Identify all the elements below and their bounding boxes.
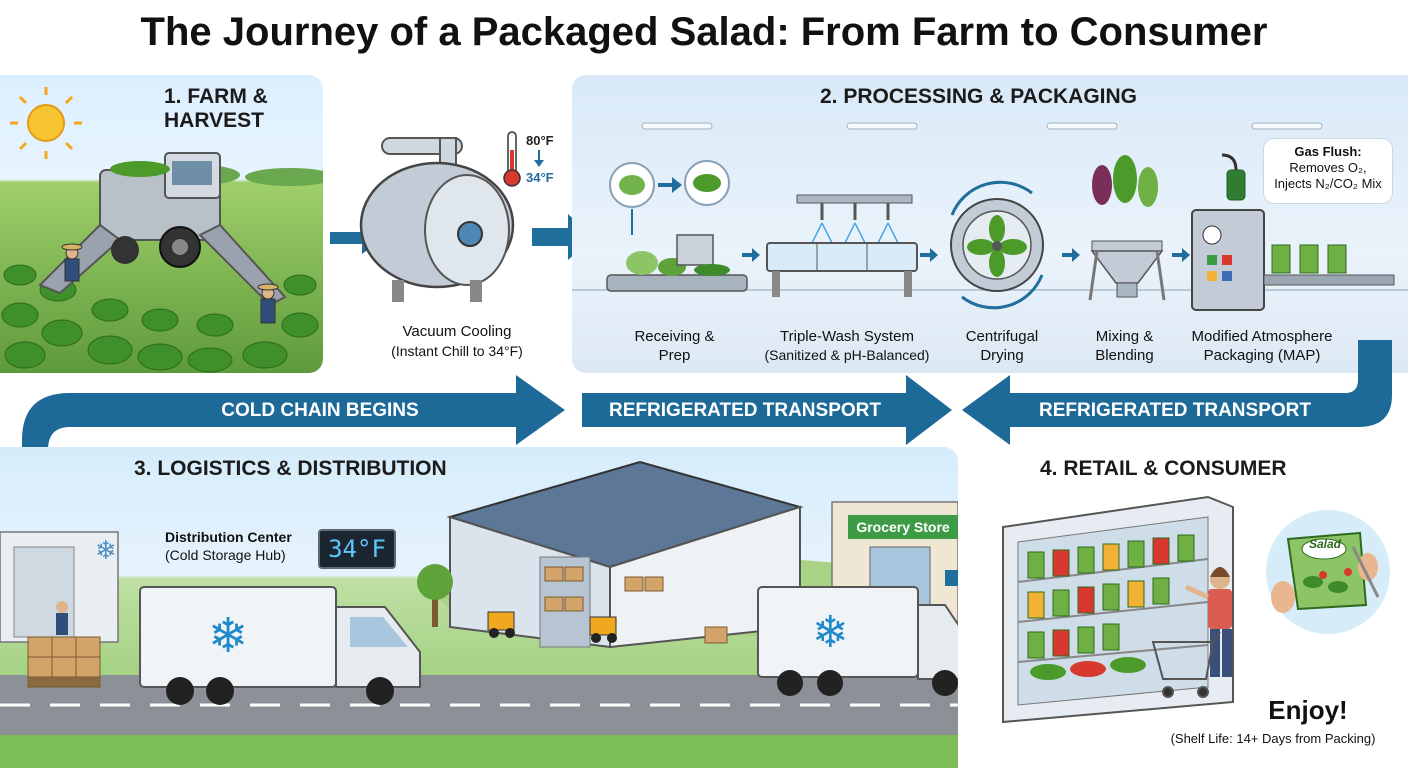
gas-flush-callout: Gas Flush: Removes O₂, Injects N₂/CO₂ Mi…: [1264, 139, 1392, 203]
salad-bag-closeup: [1266, 510, 1390, 634]
retail-panel: 4. RETAIL & CONSUMER Salad Enjoy! (Shelf…: [958, 447, 1408, 768]
thermometer-icon: [503, 131, 521, 187]
grocery-store-sign: Grocery Store: [848, 515, 958, 539]
step-label-triple-wash: Triple-Wash System(Sanitized & pH-Balanc…: [764, 328, 930, 363]
section-title-logistics: 3. LOGISTICS & DISTRIBUTION: [134, 457, 447, 480]
svg-text:❄: ❄: [208, 608, 248, 664]
salad-bag-label: Salad: [1308, 537, 1341, 551]
forklift: [487, 611, 515, 638]
vacuum-cooling-sub: (Instant Chill to 34°F): [391, 343, 523, 359]
refrigerated-display-case: [1002, 495, 1234, 724]
distribution-center-sub: (Cold Storage Hub): [165, 547, 286, 563]
warehouse-worker: [56, 601, 68, 635]
logistics-panel: ❄ ❄: [0, 447, 958, 768]
cold-chain-band: [0, 375, 565, 520]
farm-worker: [257, 283, 279, 324]
processing-illustration: [572, 122, 1408, 311]
distribution-center-label: Distribution Center: [165, 529, 292, 545]
shopper: [1184, 567, 1232, 677]
triple-wash-system: [766, 194, 918, 297]
shelf-life-text: (Shelf Life: 14+ Days from Packing): [1170, 731, 1376, 746]
processing-panel: 2. PROCESSING & PACKAGING Gas Flush: Rem…: [572, 75, 1408, 373]
vacuum-cooler: [359, 137, 515, 302]
vacuum-cooling-label: Vacuum Cooling: [402, 323, 512, 340]
arrow-down-icon: [534, 150, 544, 167]
farm-panel: 1. FARM & HARVEST: [0, 75, 323, 373]
svg-text:❄: ❄: [812, 607, 849, 658]
centrifugal-dryer: [950, 180, 1044, 310]
refrigerated-truck: ❄: [757, 586, 958, 696]
gas-flush-line2: Removes O₂,: [1289, 160, 1367, 175]
cold-chain-label: COLD CHAIN BEGINS: [221, 400, 419, 421]
transport-band-2: [962, 340, 1392, 445]
enjoy-text: Enjoy!: [1268, 695, 1348, 725]
transport-band-1: [582, 375, 952, 445]
transport-label-2: REFRIGERATED TRANSPORT: [1039, 400, 1311, 421]
retail-illustration: [1002, 495, 1390, 724]
logistics-illustration: ❄ ❄: [0, 460, 958, 768]
receiving-station: [606, 160, 748, 292]
temp-high: 80°F: [526, 133, 554, 148]
tree: [417, 564, 453, 627]
farm-illustration: [1, 87, 323, 373]
refrigerated-truck: ❄: [139, 586, 421, 705]
temperature-display: 34°F: [318, 529, 396, 569]
step-label-mixing: Mixing &Blending: [1095, 328, 1154, 364]
section-title-retail: 4. RETAIL & CONSUMER: [1040, 457, 1287, 480]
forklift: [589, 616, 617, 643]
gas-flush-title: Gas Flush:: [1294, 144, 1362, 159]
mixing-hopper: [1088, 155, 1166, 301]
svg-text:❄: ❄: [95, 536, 117, 566]
gas-flush-line3: Injects N₂/CO₂ Mix: [1274, 176, 1382, 191]
page-title: The Journey of a Packaged Salad: From Fa…: [140, 10, 1268, 54]
map-packaging-machine: [1191, 153, 1395, 311]
farm-worker: [61, 243, 83, 282]
section-title-processing: 2. PROCESSING & PACKAGING: [820, 85, 1137, 108]
warehouse: [446, 460, 804, 649]
temp-low: 34°F: [526, 170, 554, 185]
shopping-cart: [1151, 631, 1221, 698]
step-label-receiving: Receiving &Prep: [634, 328, 715, 364]
transport-label-1: REFRIGERATED TRANSPORT: [609, 400, 881, 421]
pallet-boxes: [27, 636, 101, 688]
transport-bands: [0, 340, 1392, 520]
sun-icon: [10, 87, 82, 159]
section-title-farm: 1. FARM & HARVEST: [164, 85, 268, 132]
